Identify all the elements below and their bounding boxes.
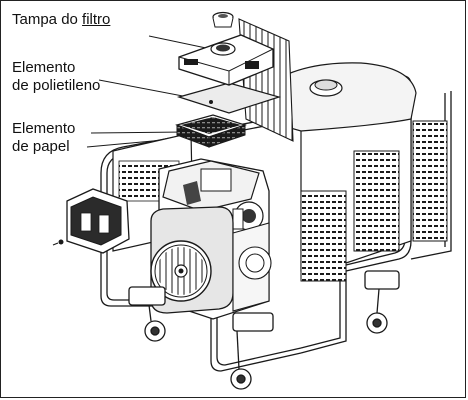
wheels <box>128 270 400 390</box>
filter-cover <box>178 11 274 86</box>
polyethylene-element <box>176 82 282 114</box>
paper-element <box>175 114 247 148</box>
label-polyethylene-element-line2: de polietileno <box>12 77 101 94</box>
leader-line-paper-element-1 <box>90 131 186 134</box>
label-filter-cover-prefix: Tampa do <box>12 11 83 28</box>
label-paper-element-line2: de papel <box>12 138 70 155</box>
label-filter-cover-underlined: filtro <box>82 11 111 28</box>
label-filter-cover: Tampa do filtro <box>12 11 110 29</box>
label-polyethylene-element-line1: Elemento <box>12 59 76 76</box>
label-paper-element-line1: Elemento <box>12 120 76 137</box>
label-paper-element: Elemento de papel <box>12 120 75 156</box>
label-polyethylene-element: Elemento de polietileno <box>12 59 100 95</box>
leader-line-filter-cover <box>148 35 207 49</box>
engine <box>150 158 272 320</box>
side-cover <box>52 188 130 254</box>
